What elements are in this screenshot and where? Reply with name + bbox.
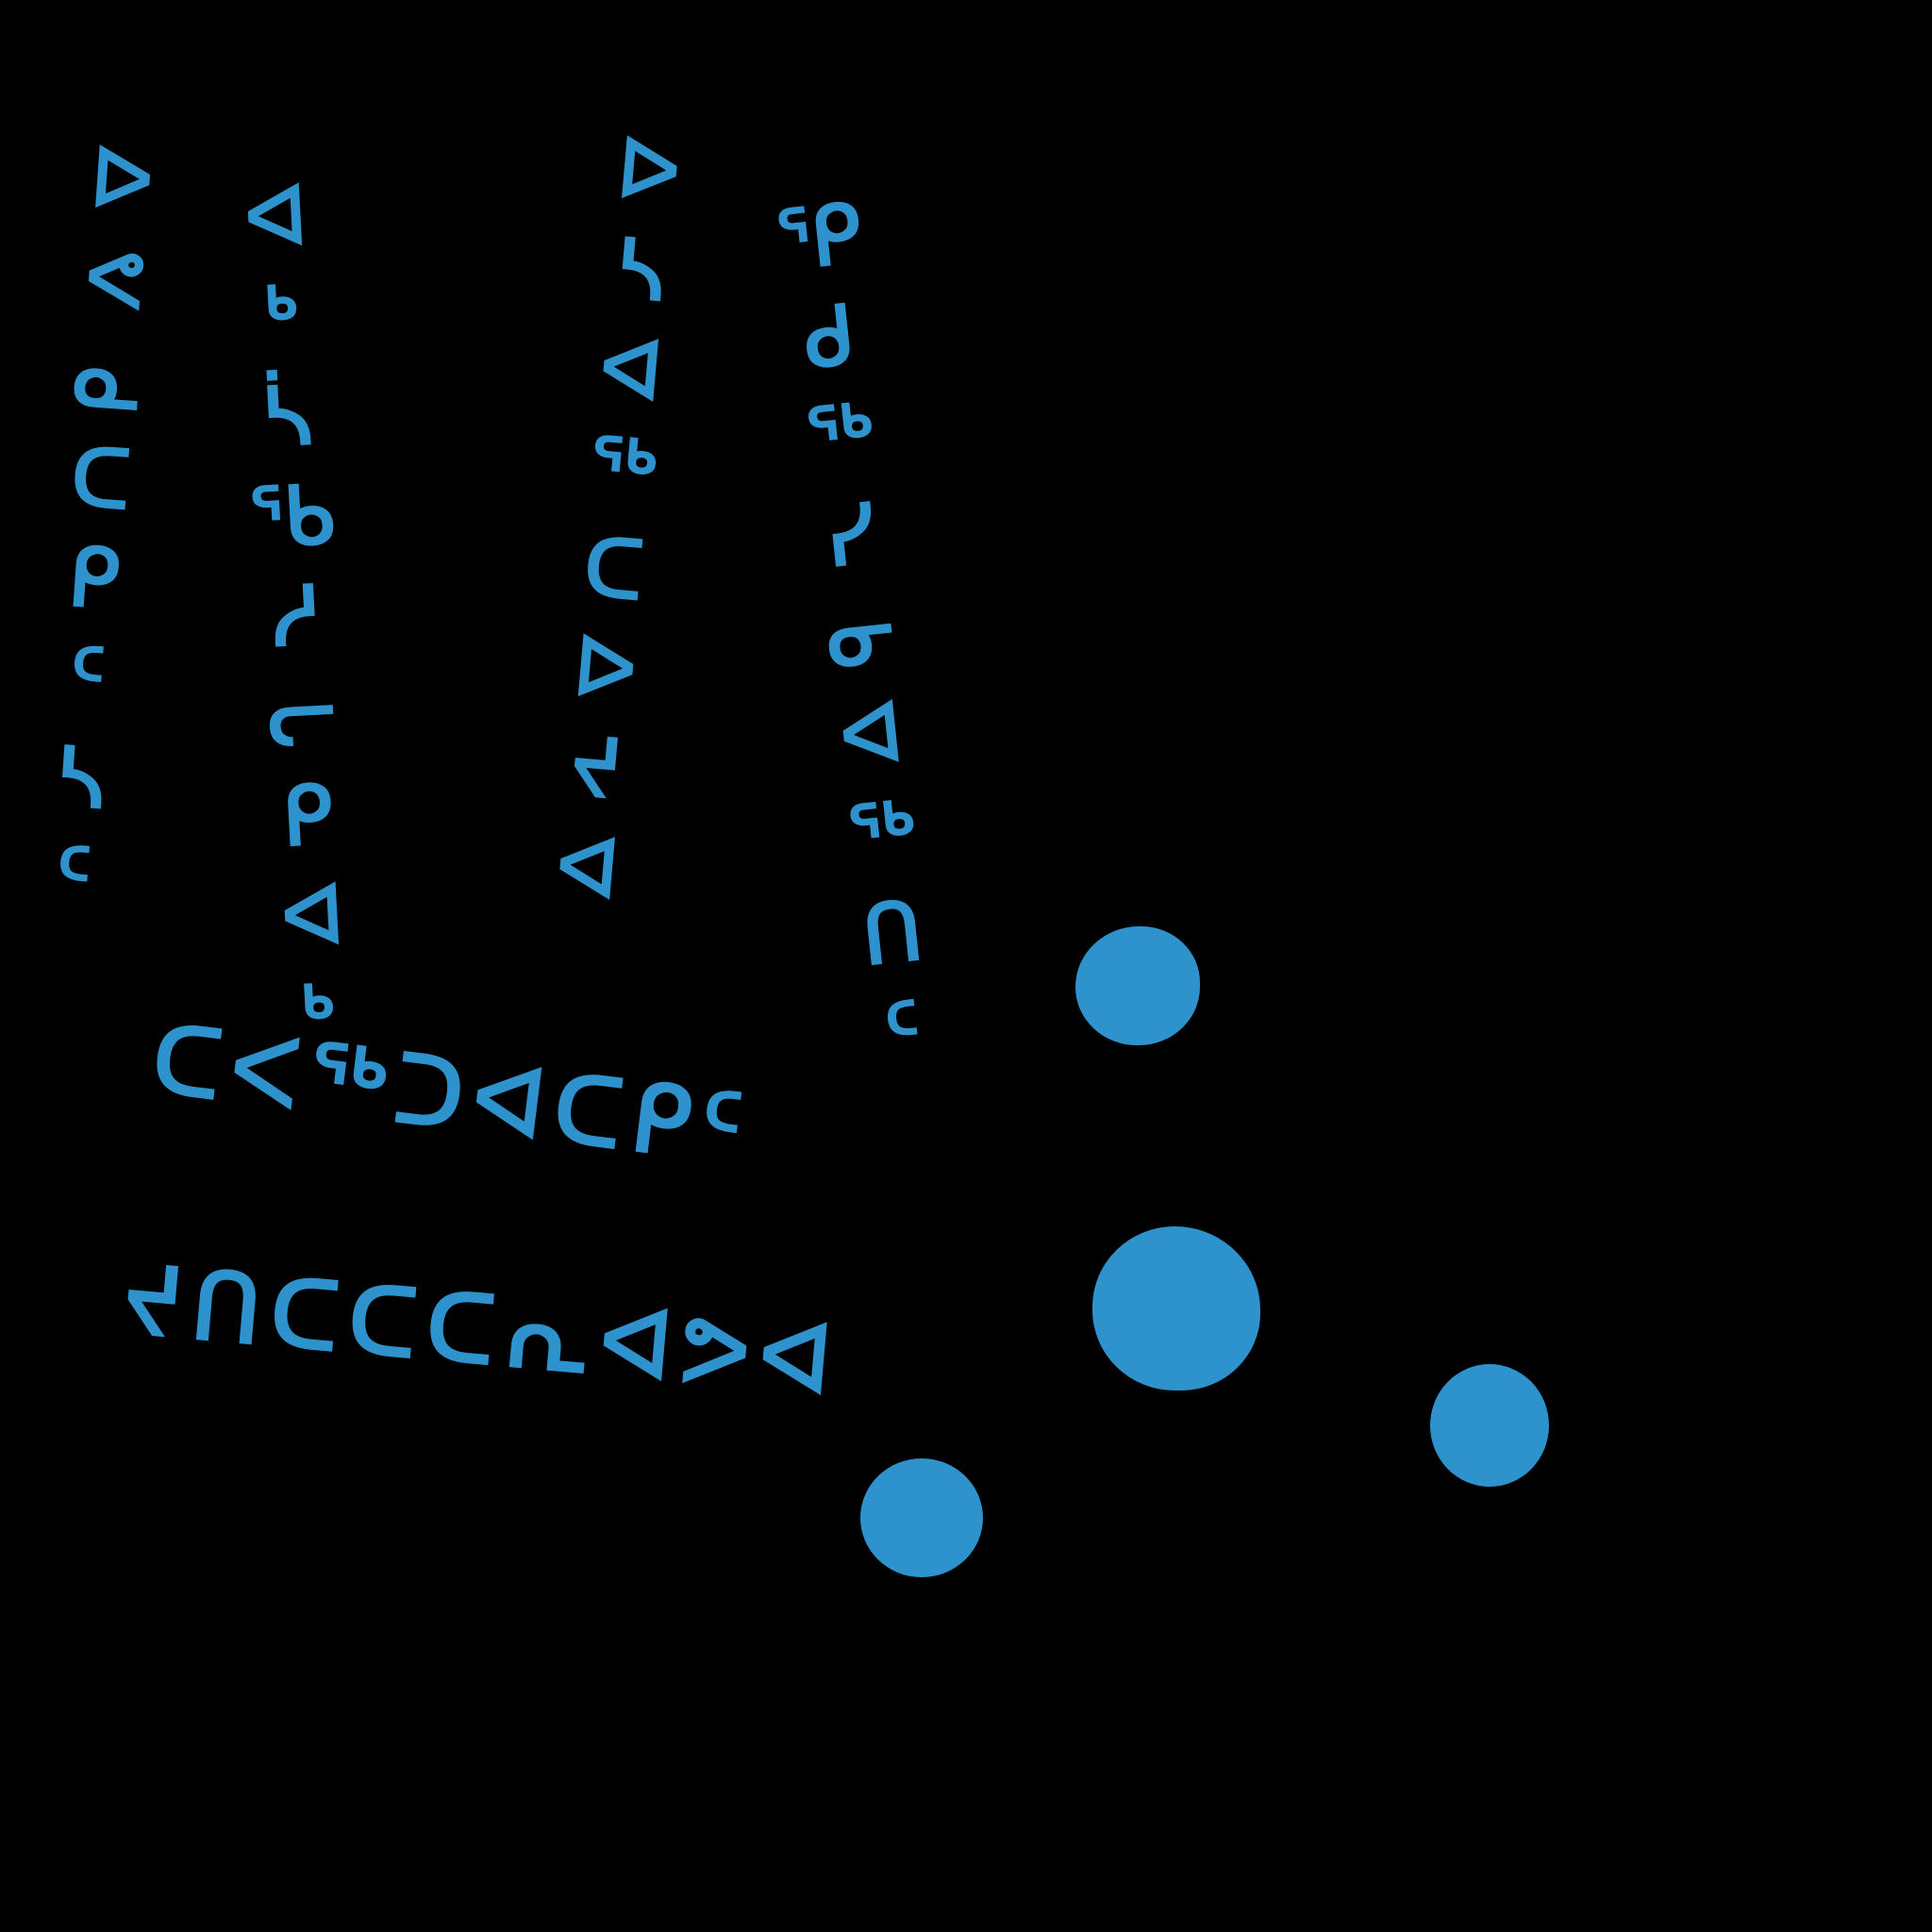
syllabic-text-column-1: ᐅᕙᓇᑕᑭᑦᓴᑦ: [22, 129, 174, 935]
blue-dot: [1075, 926, 1200, 1045]
syllabic-text-row-1: ᑕᐸᖅᑐᐊᑕᑭᑦ: [146, 1002, 758, 1187]
blue-dot: [1092, 1226, 1260, 1391]
syllabic-text-row-2: ᔪᑎᑕᑕᑕᕆᐊᕗᐊ: [119, 1242, 846, 1418]
blue-dot: [860, 1458, 983, 1577]
blue-dot: [1430, 1364, 1549, 1487]
syllabic-text-column-2: ᐊᒃᓵᖃᓱᓕᑭᐊᒃ: [226, 167, 369, 1072]
syllabic-text-column-3: ᐅᓴᐊᖅᑕᐅᔪᐊ: [536, 120, 701, 925]
syllabic-text-column-4: ᕿᑯᖅᓯᓂᐊᖅᑎᑦ: [767, 186, 957, 1091]
